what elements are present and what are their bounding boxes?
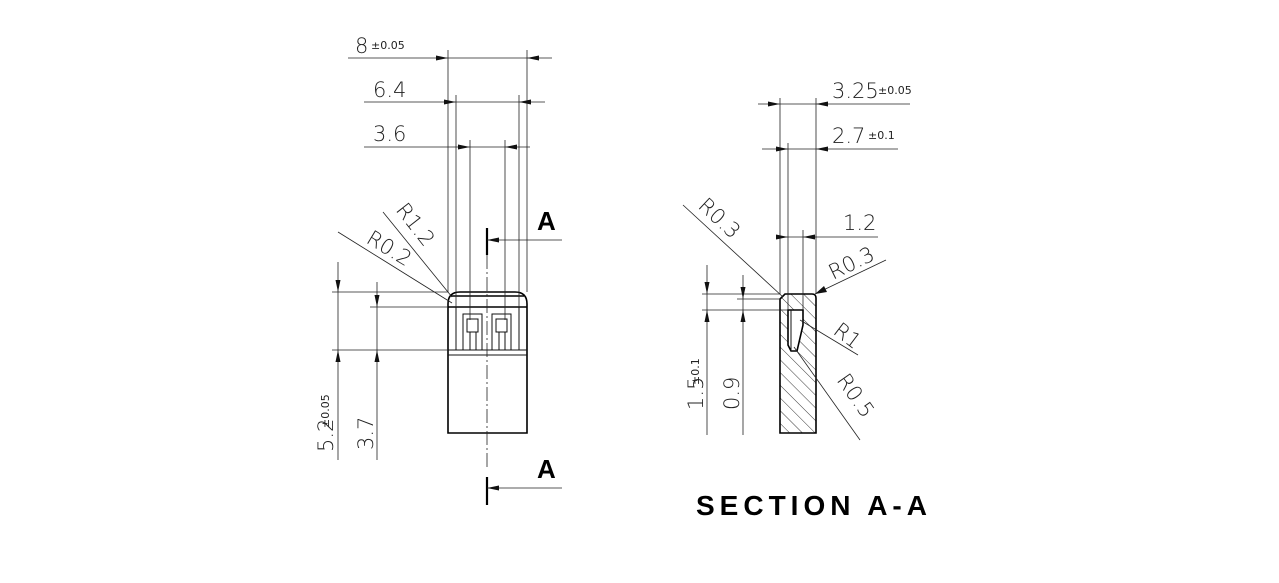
dimension-label: 3.25 [832, 79, 879, 103]
dimension-width-mid: 6.4 [364, 78, 545, 105]
dimension-slot-width: 1.2 [776, 211, 878, 240]
cut-label: A [537, 454, 556, 484]
dimension-label: 8 [355, 34, 368, 58]
radius-label: R0.5 [832, 369, 879, 422]
radius-label: R1 [829, 318, 866, 354]
dimension-width-inner: 3.6 [364, 122, 530, 150]
radius-right-leader: R0.3 [814, 242, 887, 295]
dimension-label: 1.2 [843, 211, 876, 235]
front-view-part-outline [447, 291, 528, 434]
cut-label: A [537, 206, 556, 236]
section-view-part [779, 293, 817, 434]
tolerance-label: ±0.05 [371, 39, 405, 52]
section-view: 3.25 ±0.05 2.7 ±0.1 1.2 R0.3 R0.3 [682, 79, 932, 521]
tolerance-label: ±0.1 [868, 129, 895, 142]
dimension-label: 0.9 [720, 377, 744, 410]
dimension-width-inner: 2.7 ±0.1 [762, 124, 898, 152]
dimension-label: 2.7 [832, 124, 865, 148]
front-view: 8 ±0.05 6.4 3.6 R1.2 R0.2 [314, 34, 562, 505]
dimension-height-slot: 0.9 [720, 275, 746, 435]
dimension-width-overall: 3.25 ±0.05 [758, 79, 912, 107]
radius-label: R0.3 [694, 193, 745, 243]
radius-left-leader: R0.3 [682, 193, 784, 298]
section-cut-marker-top: A [485, 206, 562, 255]
section-title: SECTION A-A [696, 490, 932, 521]
dimension-label: 1.5 [684, 377, 708, 410]
tolerance-label: ±0.05 [878, 84, 912, 97]
dimension-height-top: 1.5 ±0.1 [684, 265, 710, 435]
dimension-label: 3.6 [373, 122, 406, 146]
dimension-label: 3.7 [354, 417, 378, 450]
dimension-label: 5.2 [314, 419, 338, 452]
section-cut-marker-bottom: A [485, 454, 562, 505]
tolerance-label: ±0.1 [689, 358, 702, 385]
dimension-label: 6.4 [373, 78, 406, 102]
dimension-width-overall: 8 ±0.05 [348, 34, 552, 61]
dimension-height-overall: 5.2 ±0.05 [314, 262, 341, 460]
tolerance-label: ±0.05 [319, 394, 332, 428]
dimension-height-body: 3.7 [354, 282, 380, 460]
radius-label: R0.3 [825, 242, 879, 285]
